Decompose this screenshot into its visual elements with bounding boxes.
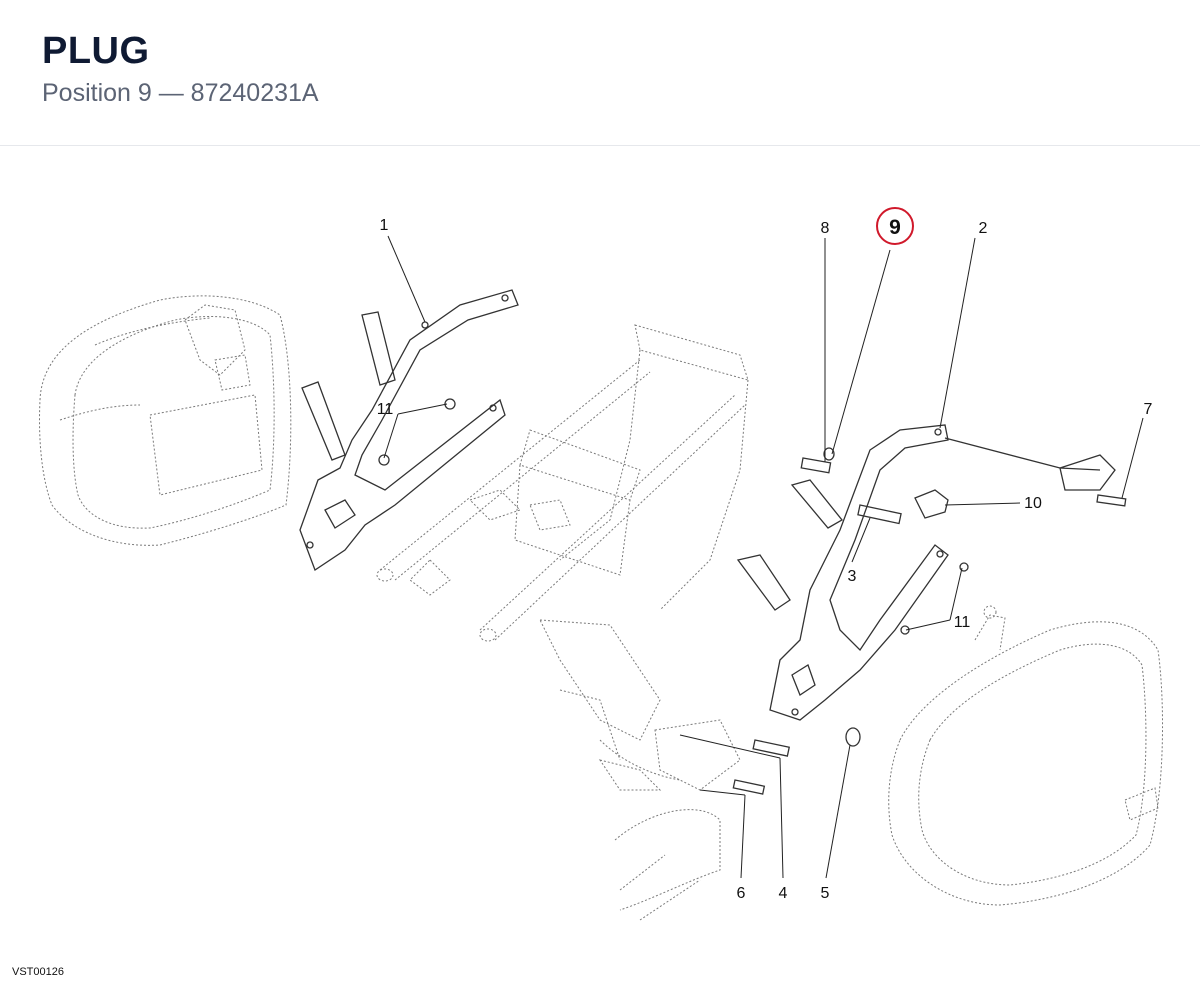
callout-3[interactable]: 3 xyxy=(848,568,857,585)
callout-9[interactable]: 9 xyxy=(889,216,901,239)
callout-1[interactable]: 1 xyxy=(380,217,389,234)
callout-7[interactable]: 7 xyxy=(1144,401,1153,418)
callout-labels: 1 2 3 4 5 6 7 8 9 10 11 11 xyxy=(377,207,1153,902)
callout-11-right[interactable]: 11 xyxy=(954,614,971,631)
callout-8[interactable]: 8 xyxy=(821,220,830,237)
callout-2[interactable]: 2 xyxy=(979,220,988,237)
part-position-subtitle: Position 9 — 87240231A xyxy=(42,79,319,107)
right-luggage-bracket-drawing xyxy=(736,424,1116,721)
page-header: PLUG Position 9 — 87240231A xyxy=(0,0,1200,146)
callout-5[interactable]: 5 xyxy=(821,885,830,902)
highlight-ring xyxy=(876,207,914,245)
leader-lines xyxy=(383,235,1144,879)
page-title: PLUG xyxy=(42,30,150,72)
left-pannier-drawing xyxy=(39,295,292,546)
callout-9-highlight[interactable]: 9 xyxy=(876,207,914,245)
exploded-parts-diagram: 1 2 3 4 5 6 7 8 9 10 11 11 xyxy=(39,207,1164,921)
callout-6[interactable]: 6 xyxy=(737,885,746,902)
callout-4[interactable]: 4 xyxy=(779,885,788,902)
callout-11-left[interactable]: 11 xyxy=(377,401,394,418)
right-pannier-drawing xyxy=(888,605,1164,906)
rear-subframe-drawing xyxy=(376,324,749,921)
fasteners-drawing xyxy=(378,398,1127,795)
diagram-code: VST00126 xyxy=(12,966,64,978)
left-luggage-bracket-drawing xyxy=(299,289,519,571)
callout-10[interactable]: 10 xyxy=(1024,495,1042,512)
